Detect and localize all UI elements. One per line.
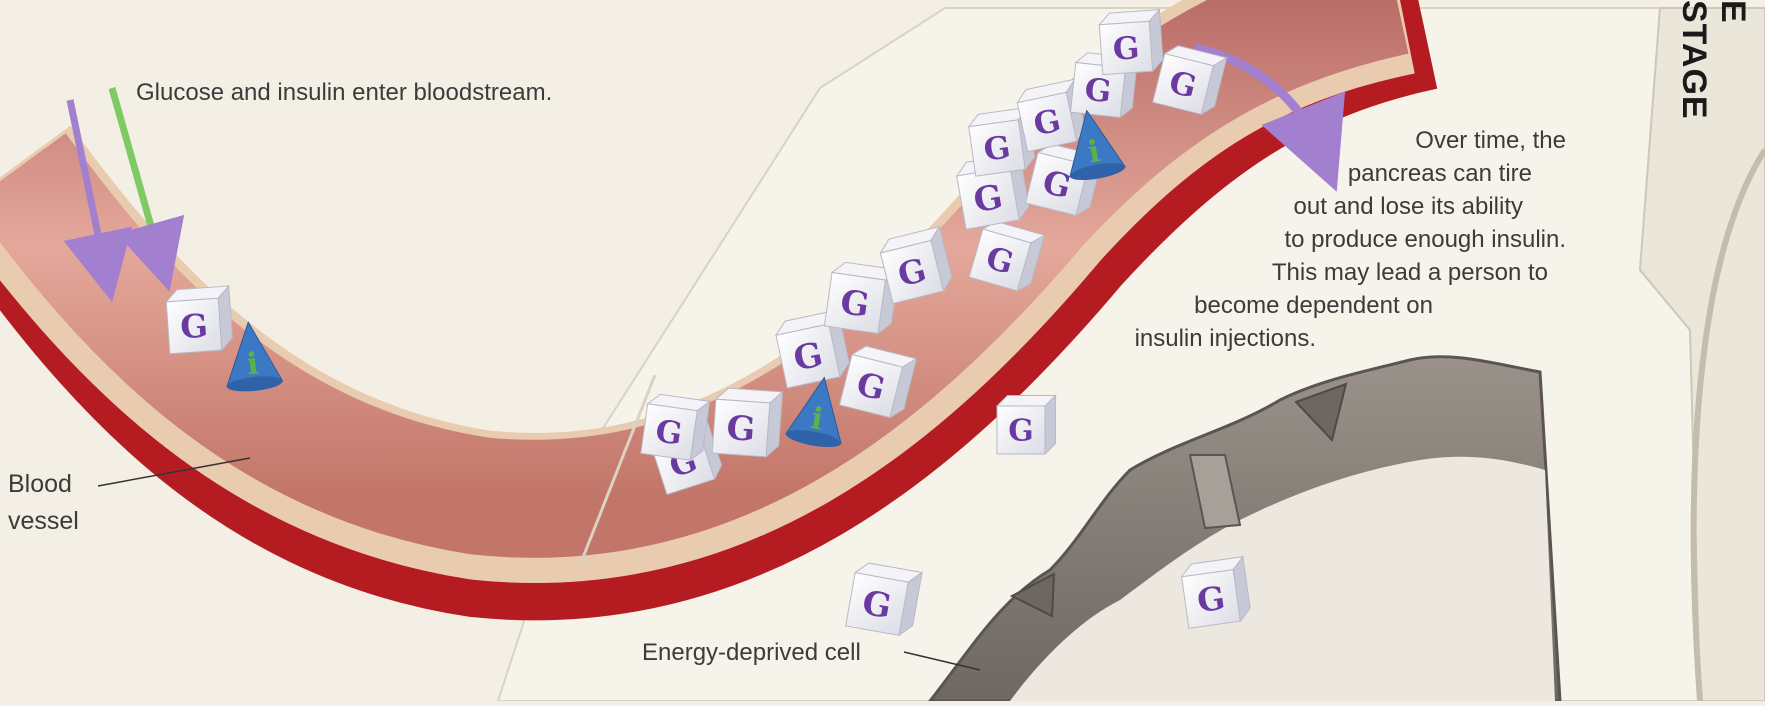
glucose-insulin-caption: Glucose and insulin enter bloodstream.	[136, 76, 552, 109]
glucose-letter: G	[1083, 72, 1113, 111]
glucose-cube-icon: G	[712, 387, 782, 457]
glucose-cube-icon: G	[1180, 557, 1252, 629]
pancreas-note: Over time, the pancreas can tire out and…	[1040, 124, 1566, 355]
glucose-cube-icon: G	[641, 393, 710, 462]
stage-heading: E STAGE	[1676, 0, 1752, 150]
glucose-letter: G	[653, 413, 684, 452]
glucose-letter: G	[838, 282, 872, 325]
glucose-cube-icon: G	[1099, 10, 1164, 75]
glucose-cube-icon: G	[997, 395, 1056, 454]
pancreas-note-line: to produce enough insulin.	[1040, 223, 1566, 256]
glucose-letter: G	[725, 408, 756, 449]
glucose-letter: G	[179, 307, 209, 347]
glucose-letter: G	[1008, 414, 1033, 449]
glucose-letter: G	[1195, 579, 1228, 620]
pancreas-note-line: insulin injections.	[1040, 322, 1316, 355]
pancreas-note-line: become dependent on	[1040, 289, 1433, 322]
blood-vessel-label-line: Blood	[8, 466, 79, 503]
blood-vessel-label-line: vessel	[8, 503, 79, 540]
pancreas-note-line: pancreas can tire	[1040, 157, 1532, 190]
glucose-cube-icon: G	[165, 286, 233, 354]
pancreas-note-line: Over time, the	[1040, 124, 1566, 157]
glucose-letter: G	[982, 129, 1013, 168]
glucose-letter: G	[1112, 30, 1141, 68]
energy-deprived-cell-label: Energy-deprived cell	[642, 636, 861, 669]
pancreas-note-line: This may lead a person to	[1040, 256, 1548, 289]
pancreas-note-line: out and lose its ability	[1040, 190, 1523, 223]
blood-vessel-label: Blood vessel	[8, 466, 79, 540]
glucose-cube-icon: G	[846, 561, 922, 637]
